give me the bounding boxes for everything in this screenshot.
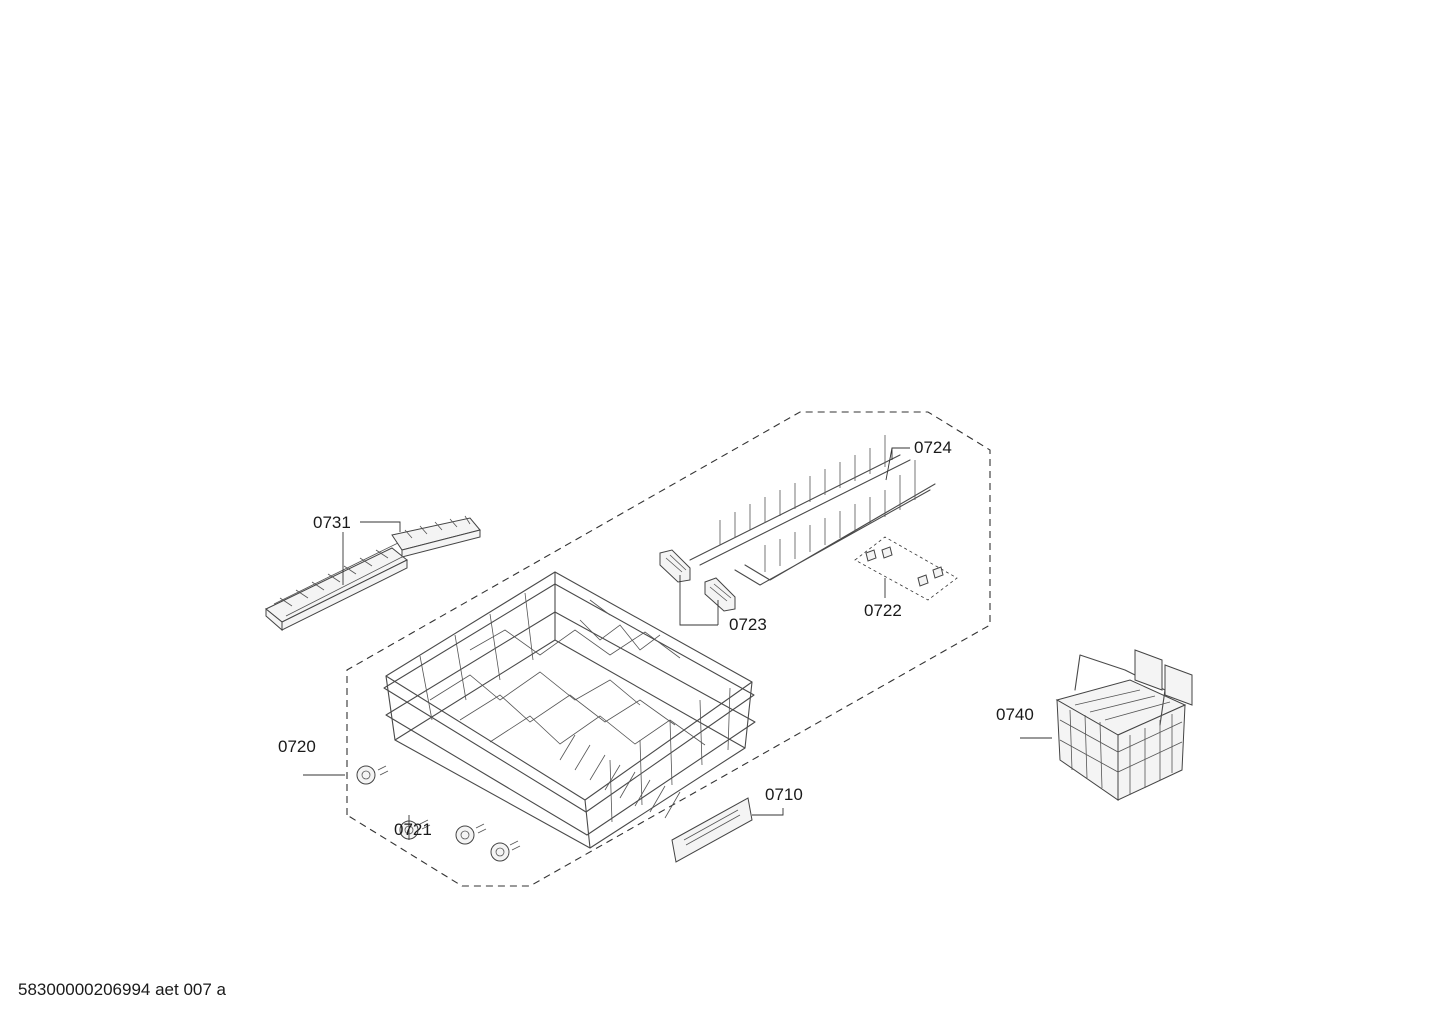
wheel-icon [356,765,389,785]
drawing-reference-number: 58300000206994 aet 007 a [18,980,226,999]
label-0721: 0721 [394,820,432,839]
part-0723-holders[interactable] [659,549,736,612]
part-0731-cutlery-shelf[interactable] [265,515,481,632]
assembly-boundary [346,411,991,887]
part-0710-handle[interactable] [671,797,753,863]
label-0720: 0720 [278,737,316,756]
wheel-icon [455,823,487,845]
wheel-icon [490,840,521,862]
part-0722-clips-set[interactable] [854,536,958,601]
part-0724-fold-down-tines[interactable] [689,435,936,586]
label-0740: 0740 [996,705,1034,724]
leader-lines [303,447,1052,840]
label-0710: 0710 [765,785,803,804]
label-0722: 0722 [864,601,902,620]
label-0731: 0731 [313,513,351,532]
label-0723: 0723 [729,615,767,634]
part-0720-lower-basket[interactable] [383,571,756,849]
label-0724: 0724 [914,438,952,457]
part-0740-cutlery-basket[interactable] [1055,649,1193,801]
